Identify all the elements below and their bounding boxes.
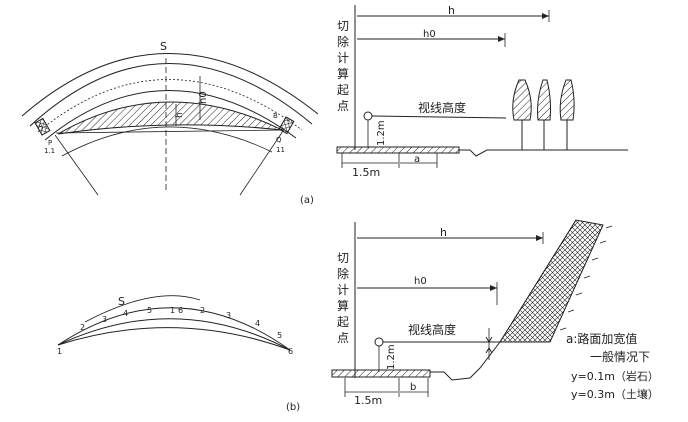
label-h-b: h <box>440 226 447 239</box>
side-char: 切 <box>337 19 349 33</box>
height-12-label-a: 1.2m <box>376 120 387 146</box>
tree-3 <box>559 79 575 121</box>
clearance-zone <box>57 101 283 135</box>
note-line-2: 一般情况下 <box>590 349 650 364</box>
side-char: 起 <box>337 315 349 329</box>
plan-view-b: S 1 2 3 4 5 1 6 2 3 4 5 6 <box>57 295 293 356</box>
note-line-4: y=0.3m（土壤） <box>571 387 659 401</box>
label-s-a: S <box>160 40 167 53</box>
dim-a-label: a <box>414 154 420 165</box>
note-block: a:路面加宽值 一般情况下 y=0.1m（岩石） y=0.3m（土壤） <box>566 331 659 401</box>
dim-b-label: b <box>410 382 416 393</box>
tree-1 <box>512 79 532 121</box>
sight-height-label-b: 视线高度 <box>408 322 456 337</box>
caption-b: (b) <box>286 402 300 413</box>
tick: 6 <box>178 306 183 315</box>
road-outer-arc <box>21 53 319 117</box>
label-s-b: S <box>118 295 125 308</box>
label-h-a: h <box>448 4 455 17</box>
side-char: 除 <box>337 34 349 49</box>
section-view-a: h h0 切 除 计 算 起 点 视线高度 1.2m 1.5m a <box>336 4 628 179</box>
road-slab-a <box>336 146 460 154</box>
ground-line-b <box>430 341 501 381</box>
side-text-b: 切 除 计 算 起 点 <box>337 251 349 345</box>
height-12-label-b: 1.2m <box>386 344 397 370</box>
side-char: 算 <box>337 298 349 313</box>
curve-b-upper-s <box>84 295 201 323</box>
tick: 3 <box>226 311 231 320</box>
y-arrow-up <box>485 336 493 343</box>
side-char: 算 <box>337 66 349 81</box>
side-char: 除 <box>337 266 349 281</box>
label-h0-rot: h0 <box>198 91 209 104</box>
curve-b-upper <box>57 307 291 351</box>
plan-view-a: S h0 h A B P Q 1.1 11 <box>21 40 319 196</box>
tick: 1 <box>170 306 175 315</box>
tick: 5 <box>277 331 282 340</box>
point-p-label: P <box>48 139 52 147</box>
point-11b-label: 11 <box>276 146 285 154</box>
curve-b-lower <box>57 327 291 351</box>
sight-line-a <box>371 115 507 119</box>
width-15-label-b: 1.5m <box>354 394 382 407</box>
eye-point-a <box>363 111 373 121</box>
marker-b <box>278 116 295 135</box>
y-arrow-down <box>485 347 493 354</box>
road-arc-2 <box>29 63 313 127</box>
sight-height-label-a: 视线高度 <box>418 100 466 115</box>
width-15-label-a: 1.5m <box>352 166 380 179</box>
curve-b-mid <box>57 318 291 351</box>
tick: 5 <box>147 306 152 315</box>
label-h0-a: h0 <box>423 29 436 40</box>
side-char: 点 <box>337 99 349 113</box>
tick: 4 <box>255 319 260 328</box>
road-inner-arc <box>44 90 297 141</box>
tick: 1 <box>57 347 62 356</box>
point-a-label: A <box>38 122 43 130</box>
tree-2 <box>537 79 552 121</box>
radial-right <box>239 130 284 196</box>
tick: 4 <box>123 309 128 318</box>
side-char: 计 <box>337 51 349 65</box>
section-view-b: h h0 切 除 计 算 起 点 视线高度 1.2m 1 <box>331 219 613 407</box>
tick: 2 <box>80 323 85 332</box>
road-slab-b <box>331 369 431 378</box>
side-text-a: 切 除 计 算 起 点 <box>337 19 349 113</box>
side-char: 点 <box>337 331 349 345</box>
side-char: 起 <box>337 83 349 97</box>
point-b-label: B <box>273 112 278 120</box>
road-arc-3 <box>37 79 303 133</box>
side-char: 切 <box>337 251 349 265</box>
note-line-3: y=0.1m（岩石） <box>571 369 659 383</box>
eye-point-b <box>374 337 384 347</box>
radial-left <box>54 134 99 196</box>
tick: 2 <box>200 306 205 315</box>
label-h-small: h <box>175 112 185 118</box>
caption-a: (a) <box>300 195 314 206</box>
tick: 6 <box>288 347 293 356</box>
tick: 3 <box>102 315 107 324</box>
note-line-1: a:路面加宽值 <box>566 331 637 346</box>
curve-b-ticks: 1 2 3 4 5 1 6 2 3 4 5 6 <box>57 306 293 356</box>
point-11a-label: 1.1 <box>44 147 55 155</box>
label-h0-b: h0 <box>414 276 427 287</box>
ground-line-a <box>459 149 628 157</box>
trees <box>512 79 575 150</box>
slope-face <box>499 219 577 343</box>
marker-a <box>34 117 51 136</box>
side-char: 计 <box>337 283 349 297</box>
slope-ticks <box>559 225 613 331</box>
point-q-label: Q <box>276 136 282 144</box>
sight-chord <box>55 129 285 134</box>
